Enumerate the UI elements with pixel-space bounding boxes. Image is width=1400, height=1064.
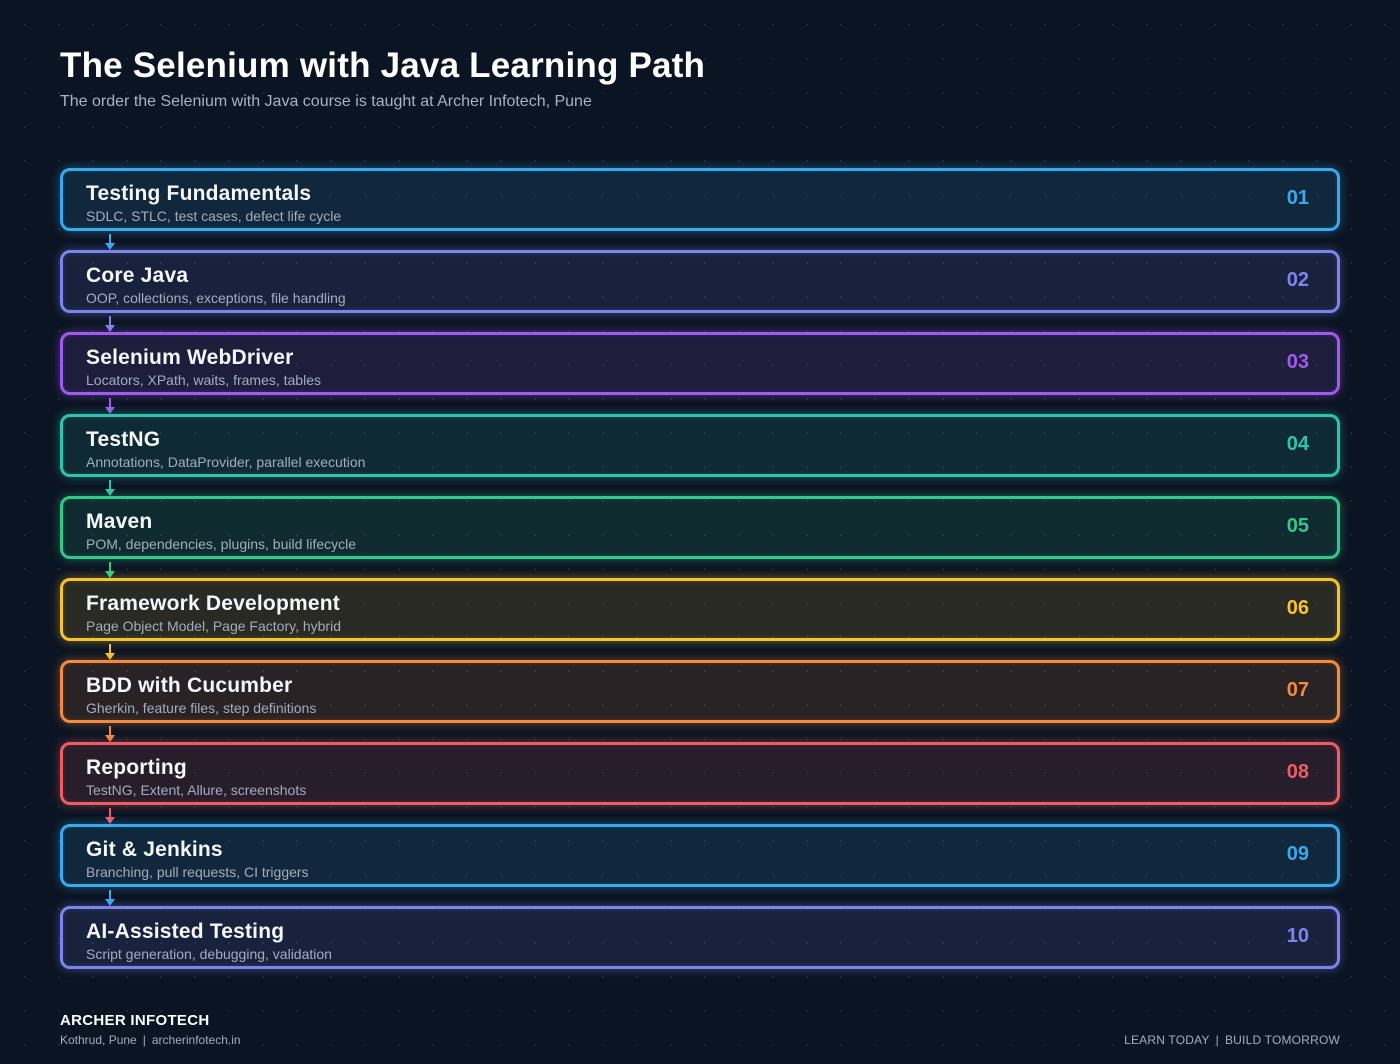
page-title: The Selenium with Java Learning Path	[60, 46, 706, 85]
step-card-01: Testing Fundamentals SDLC, STLC, test ca…	[60, 168, 1340, 250]
step-number: 09	[1286, 843, 1309, 865]
step-card-05: Maven POM, dependencies, plugins, build …	[60, 496, 1340, 578]
step-description: POM, dependencies, plugins, build lifecy…	[86, 536, 357, 552]
step-description: Script generation, debugging, validation	[86, 946, 332, 962]
step-card-02: Core Java OOP, collections, exceptions, …	[60, 250, 1340, 332]
footer-brand: ARCHER INFOTECH	[60, 1012, 210, 1029]
step-title: Git & Jenkins	[86, 838, 223, 861]
step-description: TestNG, Extent, Allure, screenshots	[86, 782, 307, 798]
step-title: Selenium WebDriver	[86, 346, 294, 369]
footer-location: Kothrud, Pune | archerinfotech.in	[60, 1033, 241, 1047]
step-number: 04	[1286, 433, 1309, 455]
step-number: 06	[1286, 597, 1309, 619]
step-description: Annotations, DataProvider, parallel exec…	[86, 454, 366, 470]
step-title: Testing Fundamentals	[86, 182, 312, 205]
down-arrow-icon	[105, 316, 115, 335]
footer-tagline-separator: |	[1215, 1033, 1219, 1047]
step-card-04: TestNG Annotations, DataProvider, parall…	[60, 414, 1340, 496]
step-description: Locators, XPath, waits, frames, tables	[86, 372, 321, 388]
step-card-06: Framework Development Page Object Model,…	[60, 578, 1340, 660]
step-card-03: Selenium WebDriver Locators, XPath, wait…	[60, 332, 1340, 414]
step-card-07: BDD with Cucumber Gherkin, feature files…	[60, 660, 1340, 742]
down-arrow-icon	[105, 726, 115, 745]
step-title: Core Java	[86, 264, 189, 287]
down-arrow-icon	[105, 890, 115, 909]
step-number: 08	[1286, 761, 1309, 783]
step-title: Maven	[86, 510, 153, 533]
page-subtitle: The order the Selenium with Java course …	[60, 93, 592, 110]
down-arrow-icon	[105, 562, 115, 581]
footer-website: archerinfotech.in	[151, 1033, 241, 1047]
step-number: 03	[1286, 351, 1309, 373]
step-title: AI-Assisted Testing	[86, 920, 285, 943]
down-arrow-icon	[105, 398, 115, 417]
step-description: OOP, collections, exceptions, file handl…	[86, 290, 346, 306]
down-arrow-icon	[105, 808, 115, 827]
step-description: SDLC, STLC, test cases, defect life cycl…	[86, 208, 342, 224]
learning-path-steps: Testing Fundamentals SDLC, STLC, test ca…	[60, 168, 1340, 969]
step-card-10: AI-Assisted Testing Script generation, d…	[60, 906, 1340, 969]
step-number: 10	[1286, 925, 1309, 947]
down-arrow-icon	[105, 644, 115, 663]
step-number: 02	[1286, 269, 1309, 291]
step-card-08: Reporting TestNG, Extent, Allure, screen…	[60, 742, 1340, 824]
footer-city: Kothrud, Pune	[60, 1033, 137, 1047]
step-description: Branching, pull requests, CI triggers	[86, 864, 309, 880]
footer-tagline-left: LEARN TODAY	[1124, 1033, 1210, 1047]
footer-tagline-right: BUILD TOMORROW	[1224, 1033, 1340, 1047]
step-number: 07	[1286, 679, 1309, 701]
footer-separator: |	[142, 1033, 146, 1047]
step-number: 01	[1286, 187, 1309, 209]
step-title: BDD with Cucumber	[86, 674, 293, 697]
step-description: Page Object Model, Page Factory, hybrid	[86, 618, 341, 634]
step-title: TestNG	[86, 428, 161, 451]
step-title: Framework Development	[86, 592, 340, 615]
step-card-09: Git & Jenkins Branching, pull requests, …	[60, 824, 1340, 906]
footer-tagline: LEARN TODAY | BUILD TOMORROW	[1124, 1033, 1340, 1047]
down-arrow-icon	[105, 480, 115, 499]
down-arrow-icon	[105, 234, 115, 253]
step-number: 05	[1286, 515, 1309, 537]
step-title: Reporting	[86, 756, 187, 779]
step-description: Gherkin, feature files, step definitions	[86, 700, 317, 716]
